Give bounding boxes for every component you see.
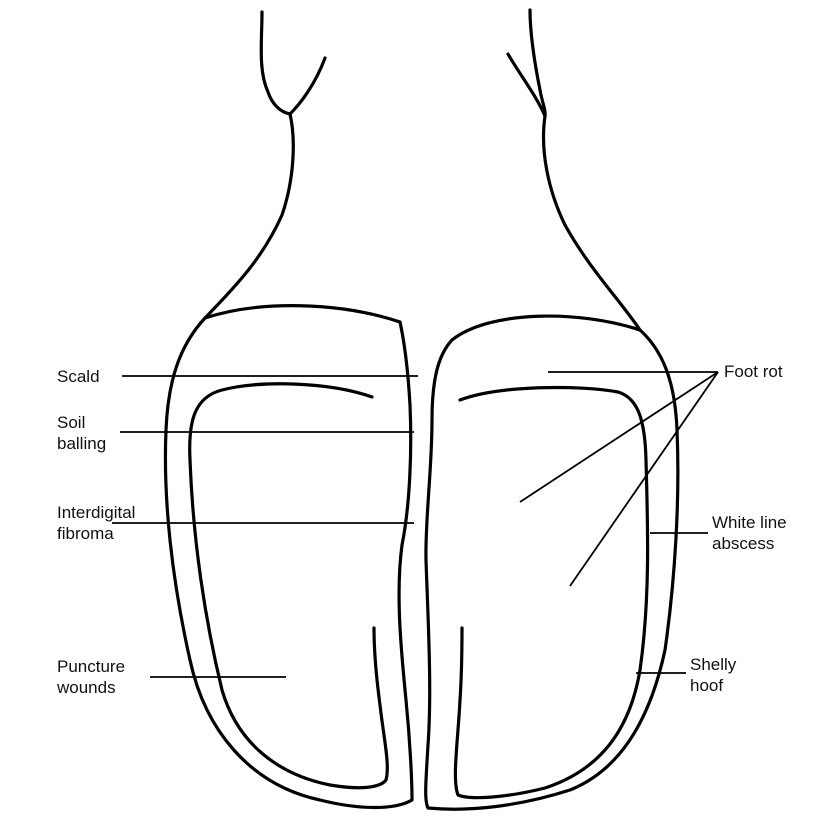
right-claw — [426, 10, 678, 809]
right-white-line — [455, 387, 647, 797]
left-pastern-inner — [290, 58, 325, 114]
label-interdigital-fibroma: Interdigital fibroma — [57, 502, 135, 544]
leader-foot-rot-3 — [570, 372, 718, 586]
left-pastern-outer — [261, 12, 290, 114]
left-claw — [165, 12, 412, 808]
right-leg-contour — [544, 116, 640, 330]
label-scald: Scald — [57, 366, 100, 387]
label-soil-balling: Soil balling — [57, 412, 106, 454]
left-white-line — [190, 384, 388, 788]
left-leg-contour — [205, 114, 293, 318]
right-coronary-band — [452, 316, 640, 340]
right-hoof-wall — [426, 330, 678, 809]
label-white-line-abscess: White line abscess — [712, 512, 787, 554]
left-coronary-band — [205, 306, 400, 322]
left-hoof-wall — [165, 318, 412, 808]
leader-lines — [112, 372, 718, 677]
label-foot-rot: Foot rot — [724, 361, 783, 382]
label-shelly-hoof: Shelly hoof — [690, 654, 736, 696]
label-puncture-wounds: Puncture wounds — [57, 656, 125, 698]
